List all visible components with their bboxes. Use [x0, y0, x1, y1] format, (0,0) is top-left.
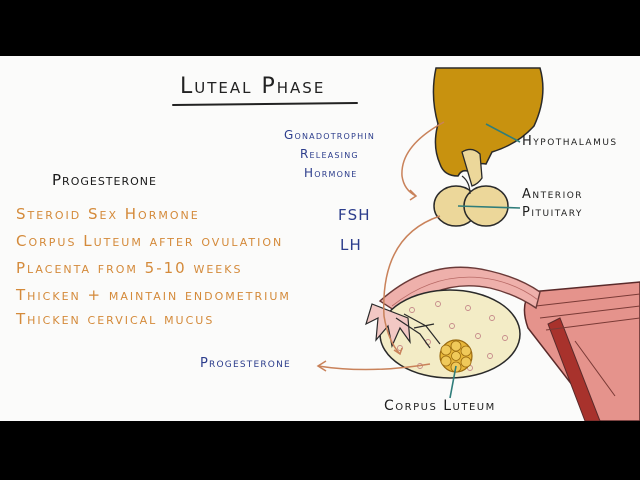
fact-item: Thicken + maintain endometrium — [16, 286, 291, 304]
fact-item: Corpus Luteum after ovulation — [16, 232, 284, 250]
uterus-wall — [523, 281, 640, 421]
fsh-label: FSH — [338, 206, 371, 224]
lh-label: LH — [340, 236, 363, 254]
corpus-luteum-label: Corpus Luteum — [384, 398, 496, 414]
corpus-luteum — [439, 339, 473, 373]
fact-item: Steroid Sex Hormone — [16, 205, 200, 223]
gnrh-label-line: Releasing — [300, 147, 359, 161]
fact-item: Placenta from 5-10 weeks — [16, 259, 243, 277]
hypothalamus-label: Hypothalamus — [522, 134, 618, 149]
uterine-tube — [378, 266, 541, 315]
page-title: Luteal Phase — [180, 74, 326, 99]
fimbriae — [365, 303, 441, 349]
hypothalamus — [432, 67, 544, 181]
gnrh-label-line: Hormone — [304, 166, 358, 180]
progesterone-output-label: Progesterone — [200, 356, 291, 371]
anterior-pituitary-label-line: Anterior — [522, 187, 584, 202]
diagram-canvas: Luteal Phase Progesterone Steroid Sex Ho… — [0, 56, 640, 421]
leader-lines — [449, 123, 521, 399]
pituitary-gland — [433, 148, 509, 227]
section-heading: Progesterone — [52, 171, 157, 189]
hormone-arrows — [316, 121, 445, 372]
reproductive-axis-illustration — [316, 67, 640, 421]
anterior-pituitary-label-line: Pituitary — [522, 205, 583, 220]
fact-item: Thicken cervical mucus — [16, 310, 215, 328]
gnrh-label-line: Gonadotrophin — [284, 128, 376, 142]
